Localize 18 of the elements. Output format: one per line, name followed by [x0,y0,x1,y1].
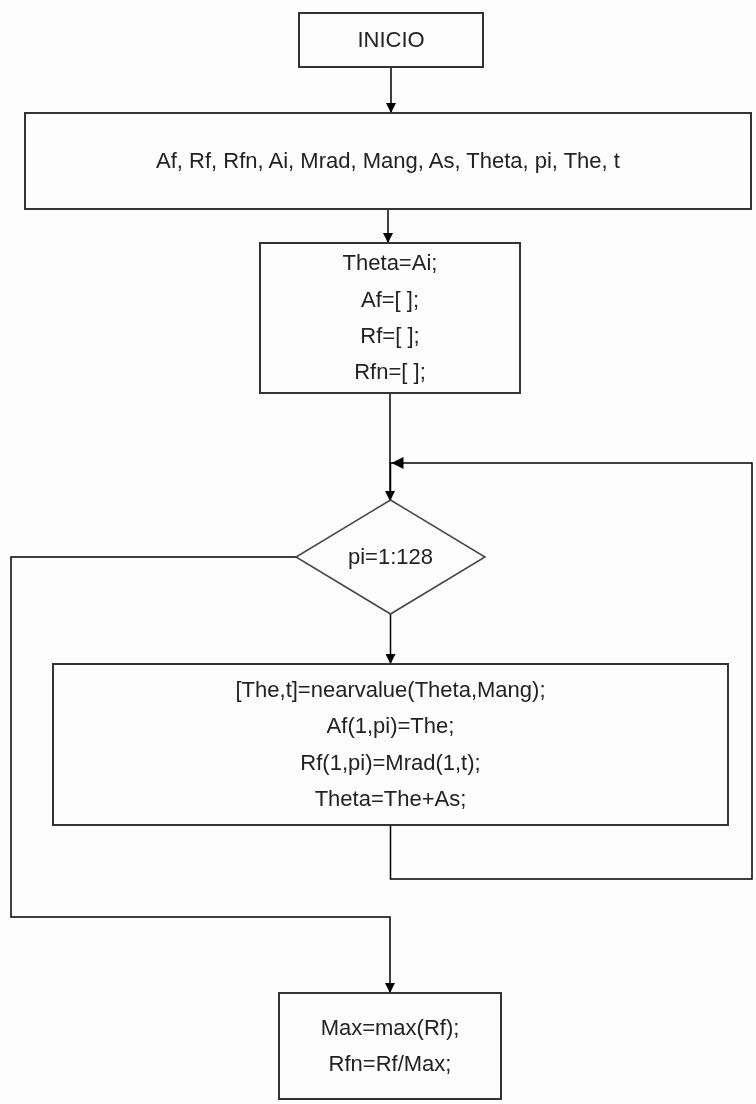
process-box [52,663,729,826]
process-box [278,992,502,1100]
node-text: INICIO [357,25,425,54]
process-box [24,112,752,210]
process-box [259,242,521,394]
node-text: Theta=Ai; [342,249,438,278]
process-box [298,12,484,68]
node-text: [The,t]=nearvalue(Theta,Mang); [235,675,546,704]
node-text: Rfn=Rf/Max; [328,1050,452,1078]
node-text: Af=[ ]; [360,285,420,314]
node-text: pi=1:128 [348,542,433,571]
node-text: Theta=The+As; [314,784,467,813]
node-text: Af(1,pi)=The; [326,712,455,741]
node-text: Af, Rf, Rfn, Ai, Mrad, Mang, As, Theta, pi, The, t [156,146,620,175]
node-text: Rfn=[ ]; [354,358,426,387]
node-text: Rf(1,pi)=Mrad(1,t); [300,748,481,777]
node-text: Max=max(Rf); [320,1013,460,1042]
node-text: Rf=[ ]; [360,322,420,350]
